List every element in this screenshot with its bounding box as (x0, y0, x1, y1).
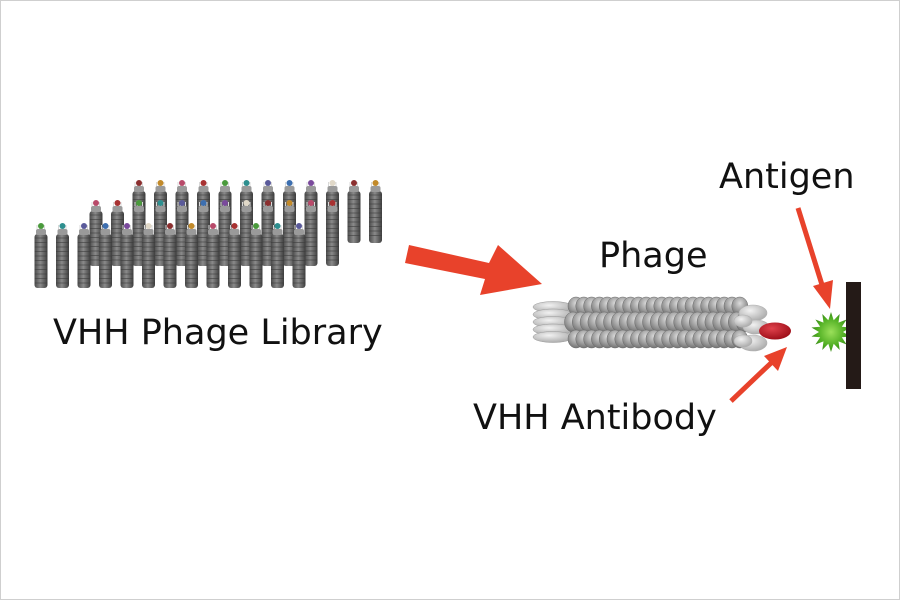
library-phage-rod (56, 223, 69, 288)
library-phage-rod (185, 223, 198, 288)
library-phage-rod (142, 223, 155, 288)
library-phage-rod (271, 223, 284, 288)
library-phage-rod (326, 200, 339, 266)
library-phage-rod (89, 200, 103, 266)
library-phage-rod (292, 223, 306, 288)
library-phage-rod (120, 223, 134, 288)
phage-label: Phage (599, 236, 708, 276)
library-phage-rod (77, 223, 91, 288)
library-phage-rod (163, 223, 177, 288)
arrow-to-antigen (795, 207, 833, 309)
arrow-to-antibody (729, 347, 787, 403)
library-phage-rod (347, 180, 361, 243)
antigen-star (811, 312, 851, 352)
library-phage-rod (228, 223, 241, 288)
phage-library-stack (34, 180, 382, 288)
antigen-label: Antigen (719, 157, 855, 197)
phage-particle (532, 296, 770, 352)
binding-surface (846, 282, 861, 389)
arrow-library-to-phage (405, 245, 542, 295)
library-phage-rod (175, 200, 189, 266)
vhh-antibody-domain (759, 322, 791, 340)
library-label: VHH Phage Library (53, 313, 383, 353)
library-phage-rod (304, 200, 318, 266)
library-phage-rod (99, 223, 112, 288)
library-phage-rod (369, 180, 382, 243)
library-phage-rod (249, 223, 263, 288)
library-phage-rod (206, 223, 220, 288)
antibody-label: VHH Antibody (473, 398, 717, 438)
library-phage-rod (34, 223, 48, 288)
